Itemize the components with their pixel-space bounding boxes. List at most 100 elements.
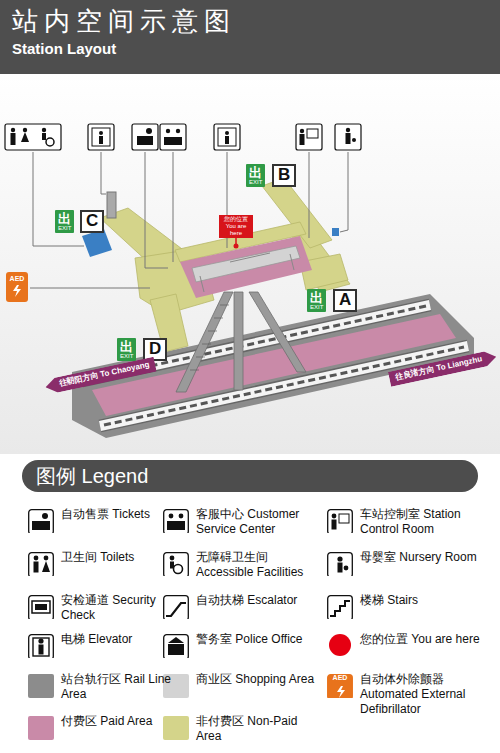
node-text: 出 — [249, 166, 262, 179]
legend-text: 付费区 Paid Area — [61, 714, 173, 729]
icon-glyph — [330, 601, 350, 616]
icon-glyph — [39, 645, 44, 655]
icon-frame — [164, 553, 189, 576]
legend-icon — [327, 509, 353, 533]
aed-text: AED — [6, 275, 28, 282]
map-icon-glyphs — [11, 128, 357, 146]
icon-glyph — [170, 556, 175, 561]
leader-lines — [101, 152, 106, 194]
stair-steps — [202, 344, 211, 345]
leader-lines — [340, 152, 348, 232]
arrow-shape — [388, 349, 498, 386]
icon-frame — [164, 510, 189, 533]
node-text: EXIT — [120, 353, 133, 360]
legend-swatch — [28, 674, 54, 698]
map-icon-glyphs — [166, 129, 170, 133]
icon-glyph — [32, 601, 50, 613]
icon-frame — [29, 596, 54, 619]
stair-steps — [196, 357, 205, 358]
icon-glyph — [168, 637, 184, 655]
leader-lines — [30, 152, 348, 288]
gates — [200, 253, 294, 292]
icon-frame — [328, 596, 353, 619]
exit-letter: C — [80, 210, 104, 233]
map-icon-glyphs — [307, 129, 318, 138]
icon-glyph — [33, 638, 49, 656]
map-icons — [214, 124, 240, 150]
legend-icon — [28, 634, 54, 658]
node-text: 出 — [310, 291, 323, 304]
map-icons — [88, 124, 114, 150]
legend-text: 安检通道 Security Check — [61, 593, 173, 623]
icon-glyph — [32, 513, 50, 530]
legend-text: 卫生间 Toilets — [61, 550, 173, 565]
service-box — [332, 228, 339, 236]
node-text: EXIT — [58, 225, 71, 232]
stair-columns — [234, 292, 243, 390]
stair-steps — [208, 331, 217, 332]
icon-glyph — [174, 565, 183, 574]
map-icons — [335, 124, 361, 150]
elevator-shaft — [107, 192, 116, 218]
exit-letter: A — [333, 289, 357, 312]
shopping-area — [192, 246, 300, 282]
legend-text: 警务室 Police Office — [196, 632, 324, 647]
icon-glyph — [166, 603, 186, 616]
legend-text: 无障碍卫生间 Accessible Facilities — [196, 550, 324, 580]
legend-dot — [329, 634, 351, 656]
legend-text: 车站控制室 Station Control Room — [360, 507, 500, 537]
exit-sign: 出EXIT — [117, 338, 136, 361]
gates — [200, 276, 204, 292]
map-icon-glyphs — [11, 128, 15, 132]
map-icon-glyphs — [137, 136, 153, 145]
aed-text: AED — [327, 674, 353, 681]
map-icon-glyphs — [225, 136, 229, 144]
icon-frame — [164, 596, 189, 619]
map-icon-glyphs — [146, 128, 152, 134]
icon-glyph — [170, 556, 183, 574]
map-icon-glyphs — [300, 129, 304, 133]
header-bar — [0, 0, 500, 74]
node-text: 出 — [120, 340, 133, 353]
icon-frame — [328, 510, 353, 533]
icon-glyph — [168, 644, 184, 655]
legend-swatch — [28, 716, 54, 740]
node-text: D — [149, 340, 161, 359]
icon-frame — [328, 675, 353, 698]
legend-text: 商业区 Shopping Area — [196, 672, 324, 687]
legend-text: 站台轨行区 Rail Line Area — [61, 672, 173, 702]
icon-glyph — [332, 520, 337, 530]
map-icon-glyphs — [225, 131, 229, 135]
stair-steps — [190, 305, 229, 370]
exit-letter: D — [143, 338, 167, 361]
icon-glyph — [168, 637, 184, 643]
node-text: B — [278, 166, 290, 185]
leader-lines — [30, 288, 150, 289]
icon-glyph — [167, 514, 185, 530]
legend-swatch — [163, 716, 189, 740]
node-text: A — [339, 291, 351, 310]
map-icon-glyphs — [346, 128, 350, 132]
legend-header: 图例 Legend — [22, 460, 478, 492]
map-icon-glyphs — [21, 132, 29, 142]
map-icons — [5, 124, 361, 150]
direction-arrow: 往朝阳方向 To Chaoyang — [44, 357, 157, 395]
legend-text: 非付费区 Non-Paid Area — [196, 714, 324, 744]
non-paid-area — [100, 178, 350, 352]
leader-lines — [173, 152, 174, 262]
legend-icon — [163, 552, 189, 576]
icon-glyph — [167, 521, 185, 530]
title-text: 站内空间示意图 — [12, 6, 236, 37]
legend-text: 自动体外除颤器 Automated External Defibrillator — [360, 672, 500, 717]
icon-glyph — [332, 514, 337, 519]
legend-text: 客服中心 Customer Service Center — [196, 507, 324, 537]
legend-text: 自动售票 Tickets — [61, 507, 173, 522]
node-text: EXIT — [249, 179, 262, 186]
map-icon-glyphs — [352, 138, 356, 142]
map-icons — [296, 124, 322, 150]
node-text: 您的位置 You are here — [221, 216, 251, 237]
icon-glyph — [330, 601, 350, 616]
aed-bolt — [337, 686, 345, 698]
legend-text: 母婴室 Nursery Room — [360, 550, 500, 565]
icon-glyph — [38, 638, 43, 643]
